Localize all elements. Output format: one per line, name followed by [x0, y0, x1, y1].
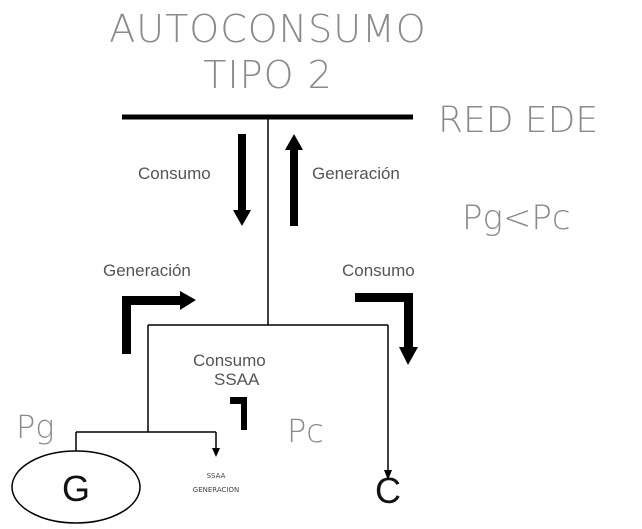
- mid-left-arrow-head: [180, 291, 196, 310]
- label-mid-right: Consumo: [342, 261, 415, 280]
- label-ssaa-gen-1: SSAA: [207, 472, 226, 480]
- consumer-label: C: [375, 470, 401, 511]
- label-ssaa-gen-2: GENERACION: [193, 486, 239, 494]
- mid-left-arrow-horz: [122, 296, 182, 305]
- title-line-1: AUTOCONSUMO: [109, 7, 426, 51]
- pc-label: Pc: [287, 412, 324, 450]
- label-mid-left: Generación: [103, 261, 191, 280]
- mid-right-arrow-vert: [404, 293, 413, 349]
- label-ssaa-1: Consumo: [193, 351, 266, 370]
- mid-left-arrow-vert: [122, 296, 131, 354]
- label-ssaa-2: SSAA: [214, 370, 260, 389]
- label-top-right: Generación: [312, 164, 400, 183]
- consumo-arrow-head: [233, 210, 251, 226]
- generacion-arrow-head: [285, 134, 303, 150]
- mid-right-arrow-head: [399, 347, 418, 365]
- label-top-left: Consumo: [138, 164, 211, 183]
- relation-label: Pg<Pc: [462, 198, 571, 238]
- ssaa-arrow-horz: [230, 397, 247, 404]
- bus-label: RED EDE: [438, 100, 598, 141]
- ssaa-arrow-vert: [241, 397, 247, 430]
- title-line-2: TIPO 2: [203, 53, 333, 97]
- mid-right-arrow-horz: [355, 293, 413, 302]
- consumo-arrow-shaft: [238, 134, 246, 212]
- ssaa-drop-arrow-head: [212, 448, 220, 457]
- consumer-feed-arrow-head: [384, 470, 392, 480]
- generator-ellipse: [11, 450, 141, 524]
- generacion-arrow-shaft: [290, 148, 298, 226]
- pg-label: Pg: [16, 408, 55, 446]
- generator-label: G: [62, 468, 90, 509]
